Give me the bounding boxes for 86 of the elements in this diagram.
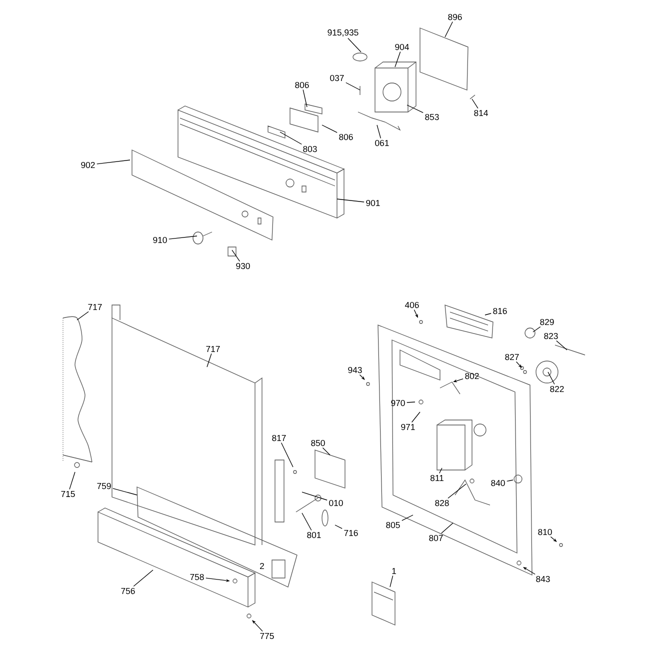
callout-number: 930	[236, 262, 250, 270]
leader-line	[394, 51, 401, 68]
callout-number: 810	[538, 528, 552, 536]
callout-number: 971	[401, 424, 415, 430]
leader-line	[472, 98, 478, 109]
leader-line	[133, 570, 154, 587]
callout-number: 817	[272, 434, 286, 442]
callout-number: 802	[465, 372, 479, 380]
leader-line	[348, 38, 362, 52]
leader-line	[302, 512, 312, 531]
leader-line	[556, 340, 568, 350]
callout-number: 901	[366, 200, 380, 206]
leader-line	[302, 492, 328, 500]
leader-line	[346, 82, 360, 90]
leader-line	[206, 353, 212, 368]
callout-number: 801	[307, 532, 321, 538]
leader-line	[322, 124, 338, 133]
callout-number: 806	[295, 82, 309, 88]
callout-number: 915,935	[328, 29, 358, 37]
callout-number: 827	[505, 354, 519, 360]
callout-number: 816	[493, 308, 507, 314]
part-number-label: 2	[260, 563, 264, 570]
callout-number: 715	[61, 490, 75, 498]
leader-line	[168, 236, 198, 240]
leader-line	[411, 412, 420, 423]
callout-number: 807	[429, 534, 443, 542]
leader-line	[280, 132, 302, 145]
callout-number: 910	[153, 236, 167, 244]
callout-number: 902	[81, 162, 95, 168]
leader-line	[112, 488, 138, 496]
leader-line	[252, 620, 263, 632]
leader-line	[302, 89, 308, 108]
callout-number: 970	[391, 400, 405, 406]
callout-number: 828	[435, 500, 449, 506]
leader-line	[441, 522, 454, 534]
leader-line	[484, 313, 492, 316]
callout-number: 758	[190, 574, 204, 580]
leader-line	[402, 514, 414, 521]
leader-line	[516, 361, 522, 368]
leader-line	[376, 124, 382, 139]
callout-number: 943	[348, 366, 362, 374]
callout-number: 037	[330, 74, 344, 82]
leader-line	[96, 160, 130, 164]
leader-line	[334, 524, 342, 529]
leader-line	[532, 326, 541, 332]
leader-line	[322, 447, 330, 456]
callout-number: 896	[448, 14, 462, 20]
callout-number: 822	[550, 386, 564, 392]
leader-line	[439, 468, 442, 474]
callout-number: 775	[260, 632, 274, 640]
callout-number: 806	[339, 134, 353, 140]
callout-number: 010	[329, 500, 343, 506]
leader-line	[444, 21, 453, 38]
callout-number: 850	[311, 440, 325, 446]
leader-line	[406, 104, 424, 114]
callout-number: 843	[536, 576, 550, 582]
callout-number: 756	[121, 588, 135, 594]
callout-number: 811	[430, 474, 444, 482]
callout-number: 1	[392, 568, 396, 574]
leader-line	[359, 374, 365, 380]
leader-line	[548, 372, 555, 385]
callout-number: 823	[544, 332, 558, 340]
callout-number: 406	[404, 302, 419, 308]
callout-number: 717	[88, 304, 102, 310]
leader-line	[336, 198, 364, 202]
callout-number: 805	[386, 522, 400, 528]
callout-number: 829	[540, 318, 554, 326]
callout-number: 840	[491, 480, 505, 486]
callout-number: 814	[474, 110, 488, 116]
leader-line	[69, 472, 76, 490]
callout-number: 061	[375, 140, 389, 146]
leader-line	[406, 402, 416, 403]
leader-line	[76, 311, 89, 320]
leader-line	[390, 575, 394, 588]
callout-number: 803	[303, 146, 317, 152]
leader-line	[550, 536, 557, 542]
callout-number: 717	[206, 346, 220, 352]
leader-line	[523, 567, 536, 575]
leader-line	[280, 442, 294, 468]
leader-line	[448, 484, 466, 499]
leader-line	[232, 250, 240, 262]
callout-number: 716	[344, 530, 358, 536]
callout-number: 759	[97, 482, 111, 490]
callout-number: 904	[395, 44, 409, 50]
callout-number: 853	[425, 114, 439, 120]
leader-line	[506, 480, 514, 482]
